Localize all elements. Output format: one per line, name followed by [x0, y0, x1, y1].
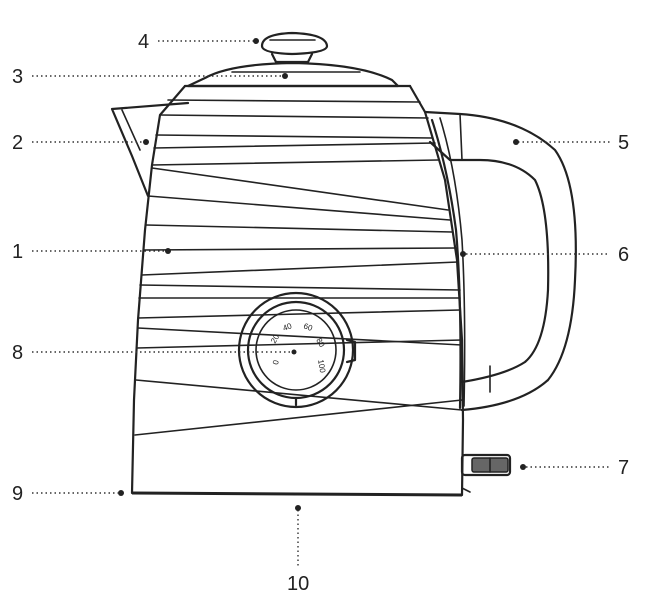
- thermometer: 0 20 40 60 80 100: [237, 291, 357, 409]
- callout-9: 9: [12, 483, 24, 505]
- scale-label-60: 60: [302, 321, 314, 333]
- lid: [183, 61, 412, 88]
- callout-3: 3: [12, 66, 24, 88]
- scale-label-100: 100: [316, 359, 327, 374]
- callout-1: 1: [12, 241, 24, 263]
- callout-4: 4: [138, 31, 150, 53]
- spout: [110, 101, 190, 198]
- water-window: [430, 118, 462, 410]
- callout-2: 2: [12, 132, 24, 154]
- scale-label-0: 0: [271, 359, 281, 365]
- power-switch: [460, 453, 512, 477]
- handle: [423, 110, 577, 412]
- callout-5: 5: [618, 132, 630, 154]
- callout-10: 10: [287, 573, 310, 595]
- scale-label-40: 40: [282, 321, 294, 333]
- callout-6: 6: [618, 244, 630, 266]
- callout-8: 8: [12, 342, 24, 364]
- leader-lines: [32, 38, 610, 568]
- callout-7: 7: [618, 457, 630, 479]
- lid-knob: [260, 31, 329, 64]
- body: [130, 84, 471, 497]
